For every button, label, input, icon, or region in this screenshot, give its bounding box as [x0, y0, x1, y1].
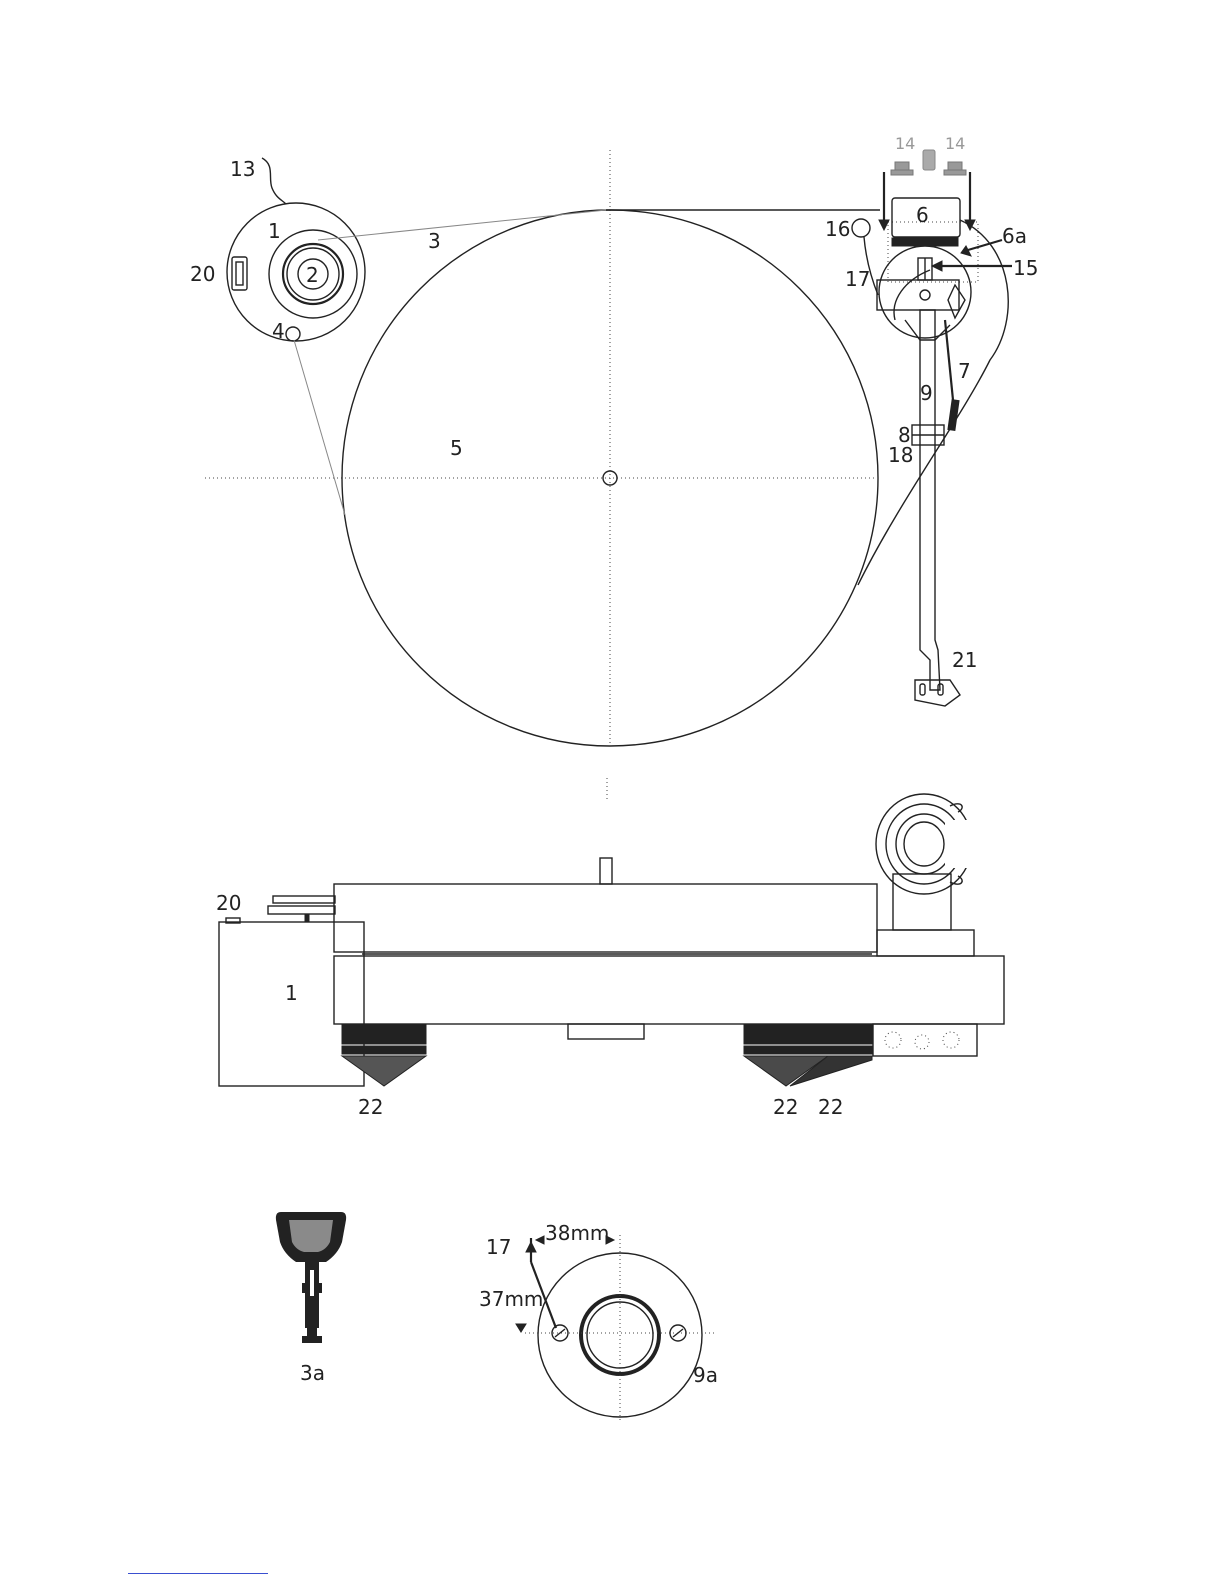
tonearm-post-side: [893, 874, 951, 930]
power-switch-inner: [236, 262, 243, 285]
label-power-switch: 20: [190, 262, 215, 286]
label-mount: 9a: [693, 1363, 718, 1387]
label-foot-right: 22: [818, 1095, 843, 1119]
bearing-housing: [877, 280, 959, 310]
label-belt: 3: [428, 229, 441, 253]
bearing-screw: [920, 290, 930, 300]
counterweight-ring-arrow: [968, 240, 1002, 250]
label-motor-switch: 4: [272, 319, 285, 343]
tonearm-base-side: [877, 930, 974, 956]
connector-box: [873, 1024, 977, 1056]
footer-link-underline: [128, 1573, 268, 1574]
side-view: [219, 794, 1004, 1086]
label-foot-mid: 22: [773, 1095, 798, 1119]
adjustment-tool: [276, 1212, 346, 1343]
label-antiskate-weight: 16: [825, 217, 850, 241]
belt-upper: [318, 210, 606, 240]
bottom-plate: [568, 1024, 644, 1039]
label-tonearm: 9: [920, 381, 933, 405]
pulley-disc-bottom: [268, 906, 335, 914]
tonearm-tube: [920, 310, 940, 690]
label-platter: 5: [450, 436, 463, 460]
label-foot-left: 22: [358, 1095, 383, 1119]
label-tool: 3a: [300, 1361, 325, 1385]
label-arm-lift: 18: [888, 443, 913, 467]
counterweight-side: [876, 794, 975, 894]
plinth-side: [334, 956, 1004, 1024]
label-mount-pin: 17: [486, 1235, 511, 1259]
pulley-disc-top: [273, 896, 335, 903]
label-dim-horizontal: 38mm: [545, 1221, 609, 1245]
label-bearing-pin: 17: [845, 267, 870, 291]
foot-left: [342, 1024, 426, 1086]
top-view: [205, 150, 1012, 800]
label-side-motor-unit: 1: [285, 981, 298, 1005]
platter-side: [334, 884, 877, 952]
label-pulley: 2: [306, 263, 319, 287]
plinth-curve-right: [858, 220, 1008, 585]
motor-cable: [262, 158, 286, 204]
label-weights-left: 14: [895, 134, 915, 153]
belt-lower: [294, 340, 345, 515]
cue-lever-base: [948, 285, 965, 318]
mount-dimensions: [516, 1236, 614, 1332]
label-antiskate-screw: 15: [1013, 256, 1038, 280]
label-dim-vertical: 37mm: [479, 1287, 543, 1311]
label-weights-right: 14: [945, 134, 965, 153]
label-counterweight: 6: [916, 203, 929, 227]
label-motor-cable: 13: [230, 157, 255, 181]
label-motor-unit: 1: [268, 219, 281, 243]
label-counterweight-ring: 6a: [1002, 224, 1027, 248]
arm-mounting-template: [525, 1235, 715, 1420]
counterweight-ring: [892, 238, 958, 246]
label-headshell: 21: [952, 648, 977, 672]
motor-switch-hole: [286, 327, 300, 341]
weights: [891, 150, 966, 175]
label-side-power-switch: 20: [216, 891, 241, 915]
spindle-side: [600, 858, 612, 884]
side-view-labels: 20 1 22 22 22: [216, 891, 843, 1119]
top-view-labels: 13 1 2 3 20 4 5 14 14 6 6a 16 15 17 7 9 …: [190, 134, 1038, 672]
antiskate-weight: [852, 219, 870, 237]
label-cue-lever: 7: [958, 359, 971, 383]
